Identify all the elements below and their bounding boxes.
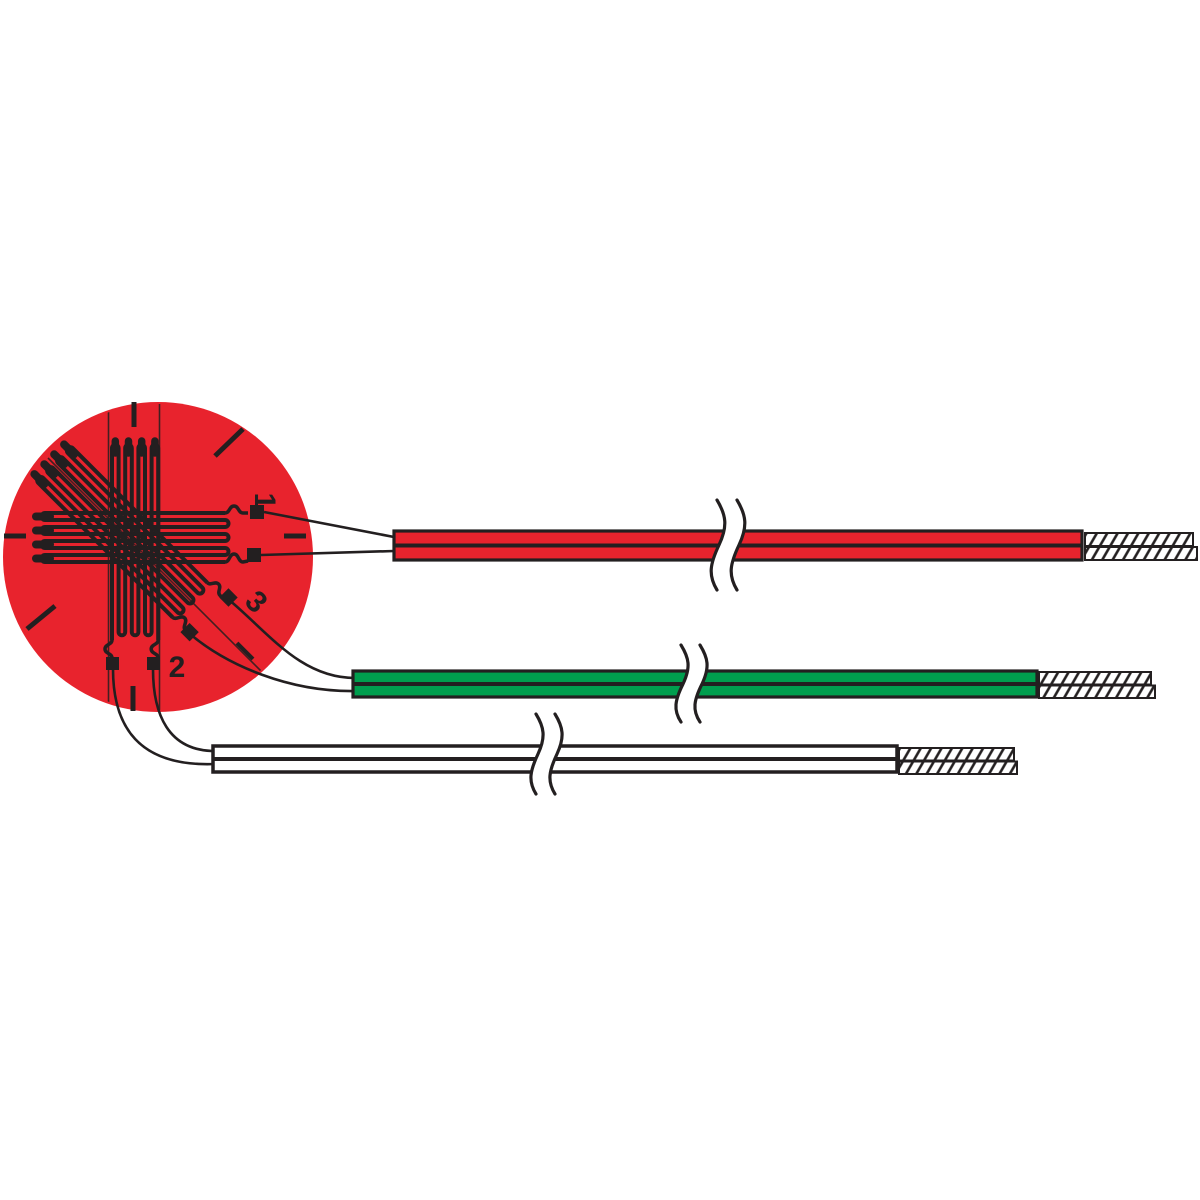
alignment-mark-upper-right xyxy=(213,427,245,458)
end-loop-blob xyxy=(30,470,49,489)
grid-label-1: 1 xyxy=(248,493,281,510)
meander-trace xyxy=(35,445,209,619)
gauge-grid-1-horizontal xyxy=(32,504,264,564)
meander-trace xyxy=(39,511,231,564)
jumper-lead-wires xyxy=(111,510,395,766)
cable-break-symbol xyxy=(674,643,709,724)
alignment-mark-lower-left xyxy=(25,604,57,631)
alignment-mark-diagonal xyxy=(235,641,255,661)
strain-relief-squiggle xyxy=(171,615,190,634)
end-loop-blob xyxy=(40,460,59,479)
solder-tab xyxy=(147,657,160,670)
alignment-marks xyxy=(4,402,306,711)
cable-break-symbol xyxy=(709,498,747,592)
solder-tab xyxy=(247,548,261,562)
break-gap xyxy=(675,645,708,722)
rosette-gauge: 1 2 3 xyxy=(3,402,313,712)
lead-wire-grid3-top xyxy=(227,597,356,680)
gauge-grid-2-vertical xyxy=(103,437,161,670)
white-leadwire-cable xyxy=(211,712,1018,796)
break-gap xyxy=(711,500,745,590)
cable-break-symbol xyxy=(529,712,564,796)
diagonal-centerline xyxy=(47,457,263,673)
lead-wire-grid3-bottom xyxy=(189,633,356,693)
stripped-braided-end xyxy=(1084,532,1194,547)
stripped-braided-end xyxy=(898,747,1015,762)
strain-relief-squiggle xyxy=(149,639,160,659)
grid-label-2: 2 xyxy=(169,651,186,684)
green-leadwire-cable xyxy=(351,643,1156,724)
break-curve xyxy=(693,643,709,724)
solder-tab xyxy=(250,505,264,519)
end-loop-blob xyxy=(50,450,69,469)
strain-relief-squiggle xyxy=(224,552,249,564)
strain-relief-squiggle xyxy=(206,581,225,600)
end-loop-blob xyxy=(60,440,78,459)
break-curve xyxy=(729,498,747,592)
stripped-braided-end xyxy=(898,760,1018,775)
solder-tab xyxy=(106,657,119,670)
red-leadwire-cable xyxy=(392,498,1198,592)
strain-relief-squiggle xyxy=(224,504,248,515)
lead-wire-grid2-right xyxy=(151,668,216,753)
stripped-braided-end xyxy=(1038,684,1156,699)
lead-wire-grid1-top xyxy=(263,510,395,539)
lead-wire-grid2-left xyxy=(111,668,216,766)
break-curve xyxy=(548,712,564,796)
strain-relief-squiggle xyxy=(103,639,114,659)
lead-wire-grid1-bottom xyxy=(260,549,395,557)
stripped-braided-end xyxy=(1038,671,1152,686)
stripped-braided-end xyxy=(1084,546,1198,561)
break-curve xyxy=(674,643,690,724)
break-gap xyxy=(530,714,563,794)
break-curve xyxy=(529,712,545,796)
meander-trace xyxy=(110,442,161,640)
break-curve xyxy=(709,498,727,592)
